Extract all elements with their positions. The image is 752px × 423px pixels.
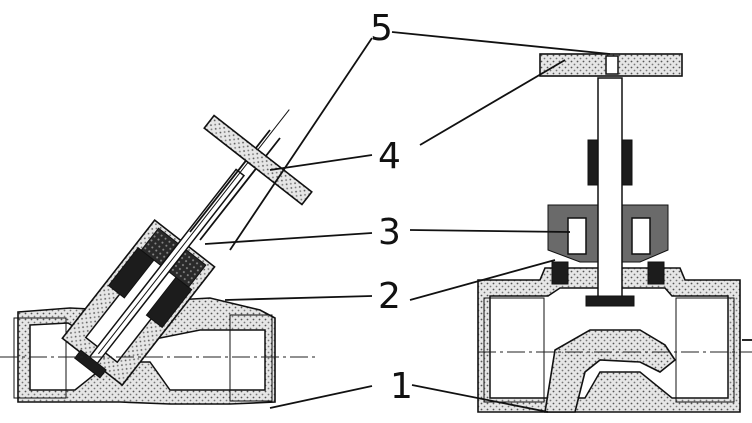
callout-1: 1: [390, 366, 413, 407]
callout-3: 3: [378, 212, 401, 253]
globe-valve-seat: [544, 329, 677, 413]
angle-valve-handwheel: [203, 114, 313, 206]
globe-valve-stem: [597, 77, 623, 299]
angle-valve-bonnet: [61, 109, 290, 387]
callout-2: 2: [378, 276, 401, 317]
callout-5: 5: [370, 8, 393, 49]
globe-valve-disc: [585, 295, 635, 307]
callout-labels: 5 4 3 2 1: [370, 8, 413, 407]
leader-lines: [204, 31, 611, 413]
angle-valve-stem: [189, 129, 271, 233]
angle-valve-inlet: [13, 317, 67, 399]
angle-valve-outlet: [229, 314, 273, 402]
globe-valve-drawing: [477, 53, 752, 413]
callout-4: 4: [378, 136, 401, 177]
angle-valve-drawing: [0, 109, 318, 405]
